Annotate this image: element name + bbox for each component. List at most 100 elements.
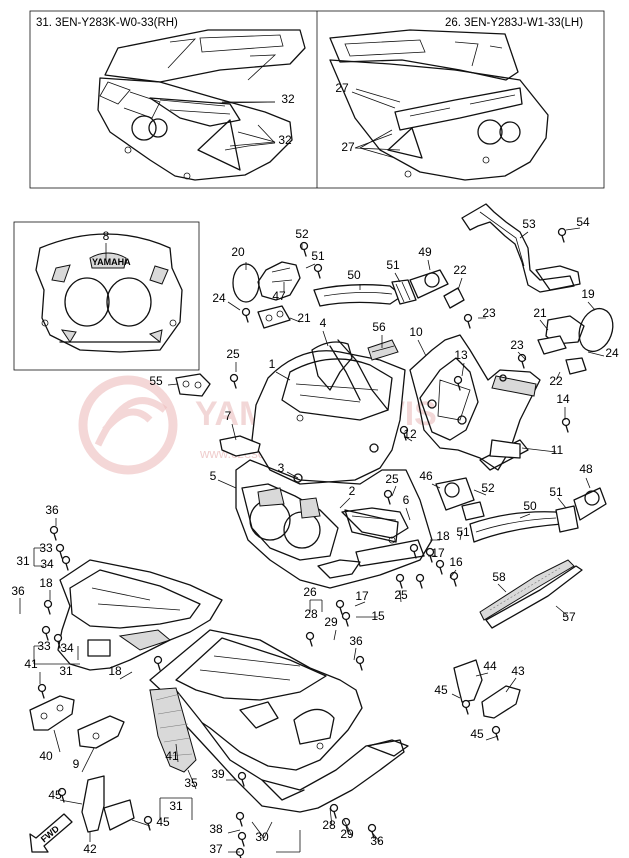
callout-18: 18 xyxy=(39,576,53,590)
fastener xyxy=(53,633,63,649)
cowling-stay xyxy=(409,334,541,471)
callout-36: 36 xyxy=(11,584,25,598)
callout-9: 9 xyxy=(73,757,80,771)
lh-side-cowl-drawing xyxy=(329,29,549,181)
callout-25: 25 xyxy=(385,472,399,486)
inner-panel xyxy=(341,507,409,539)
bracket-42 xyxy=(81,775,135,833)
inset-emblem: YAMAHA xyxy=(13,221,200,371)
callout-53: 53 xyxy=(522,217,536,231)
callout-37: 37 xyxy=(209,842,223,856)
callout-30: 30 xyxy=(255,830,269,844)
callout-43: 43 xyxy=(511,664,525,678)
callout-23: 23 xyxy=(510,338,524,352)
callout-33: 33 xyxy=(39,541,53,555)
callout-22: 22 xyxy=(549,374,563,388)
callout-27: 27 xyxy=(335,81,349,95)
fastener xyxy=(313,263,323,279)
fastener xyxy=(237,771,247,787)
fastener xyxy=(399,425,409,441)
callout-54: 54 xyxy=(576,215,590,229)
callout-39: 39 xyxy=(211,767,225,781)
damper-pads xyxy=(443,287,587,375)
bracket-40 xyxy=(29,695,75,731)
callout-28: 28 xyxy=(304,607,318,621)
callout-17: 17 xyxy=(355,589,369,603)
callout-36: 36 xyxy=(370,834,384,848)
fastener xyxy=(383,489,393,505)
fastener xyxy=(395,573,405,589)
callout-50: 50 xyxy=(347,268,361,282)
forward-direction-arrow: FWD xyxy=(29,813,73,853)
callout-18: 18 xyxy=(108,664,122,678)
air-duct-upper xyxy=(313,269,449,307)
leader-lines xyxy=(19,88,605,853)
fastener xyxy=(561,417,571,433)
left-mirror xyxy=(232,261,301,329)
emblem-logo-text: YAMAHA xyxy=(92,257,131,267)
callout-5: 5 xyxy=(210,469,217,483)
callout-58: 58 xyxy=(492,570,506,584)
fastener xyxy=(517,353,527,369)
callout-11: 11 xyxy=(551,443,564,457)
callout-51: 51 xyxy=(456,525,470,539)
fastener xyxy=(153,655,163,671)
callout-47: 47 xyxy=(272,289,286,303)
fastener xyxy=(355,655,365,671)
rh-side-cowl-drawing xyxy=(97,29,306,181)
callout-16: 16 xyxy=(449,555,463,569)
callout-45: 45 xyxy=(48,788,62,802)
callout-36: 36 xyxy=(349,634,363,648)
callout-12: 12 xyxy=(403,427,417,441)
callout-29: 29 xyxy=(324,615,338,629)
inset-right-code: 31. 3EN-Y283K-W0-33(RH) xyxy=(36,17,178,29)
fastener xyxy=(463,313,473,329)
callout-24: 24 xyxy=(605,346,619,360)
fastener xyxy=(55,543,65,559)
fastener xyxy=(57,787,67,803)
fastener xyxy=(341,611,351,627)
callout-29: 29 xyxy=(340,827,354,841)
fastener xyxy=(37,683,47,699)
callout-7: 7 xyxy=(225,409,232,423)
callout-35: 35 xyxy=(184,776,198,790)
callout-3: 3 xyxy=(278,461,285,475)
bracket-43 xyxy=(481,685,521,719)
fastener xyxy=(425,547,435,563)
callout-25: 25 xyxy=(226,347,240,361)
fastener xyxy=(449,571,459,587)
callout-27: 27 xyxy=(341,140,355,154)
callout-31: 31 xyxy=(16,554,30,568)
callout-28: 28 xyxy=(322,818,336,832)
fastener xyxy=(241,307,251,323)
callout-17: 17 xyxy=(431,546,445,560)
mount-plate xyxy=(219,435,261,457)
callout-49: 49 xyxy=(418,245,432,259)
callout-21: 21 xyxy=(297,311,311,325)
callout-31: 31 xyxy=(59,664,73,678)
callout-51: 51 xyxy=(311,249,325,263)
callout-19: 19 xyxy=(581,287,595,301)
right-mirror xyxy=(537,307,614,355)
callout-15: 15 xyxy=(371,609,385,623)
fastener xyxy=(491,725,501,741)
callout-32: 32 xyxy=(278,133,292,147)
callout-55: 55 xyxy=(149,374,163,388)
seal-strips xyxy=(479,559,583,629)
headlight-stay xyxy=(175,373,211,397)
fastener xyxy=(43,599,53,615)
callout-34: 34 xyxy=(60,641,74,655)
callout-24: 24 xyxy=(212,291,226,305)
callout-56: 56 xyxy=(372,320,386,334)
callout-23: 23 xyxy=(482,306,496,320)
fasteners xyxy=(37,227,571,858)
fastener xyxy=(329,803,339,819)
callout-45: 45 xyxy=(434,683,448,697)
callout-26: 26 xyxy=(303,585,317,599)
callout-1: 1 xyxy=(269,357,276,371)
fastener xyxy=(367,823,377,839)
fastener xyxy=(409,543,419,559)
callout-45: 45 xyxy=(470,727,484,741)
